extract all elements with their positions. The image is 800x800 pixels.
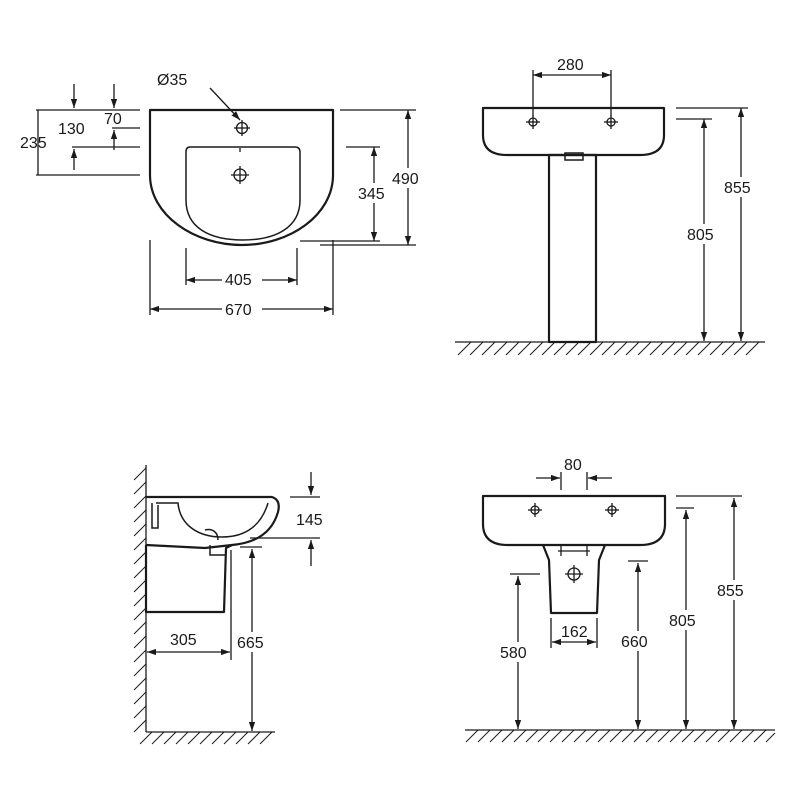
dim-80: 80 <box>564 457 582 474</box>
basin-front <box>481 106 666 157</box>
bowl-outline <box>185 146 301 241</box>
drain-hole-icon <box>231 166 249 184</box>
tap-hole-left-semi-icon <box>528 503 542 517</box>
dim-405: 405 <box>225 272 252 289</box>
dim-305: 305 <box>170 632 197 649</box>
floor-hatch <box>457 341 760 356</box>
dim-235: 235 <box>20 135 47 152</box>
dim-145: 145 <box>296 512 323 529</box>
basin-outline <box>148 108 335 247</box>
tap-hole-left-icon <box>526 115 540 129</box>
tap-hole-right-semi-icon <box>605 503 619 517</box>
basin-front-semi <box>481 494 667 547</box>
dim-162: 162 <box>561 624 588 641</box>
front-view-semi-pedestal: 80 162 580 660 805 855 <box>465 457 776 743</box>
dim-70: 70 <box>104 111 122 128</box>
tap-hole-icon <box>234 120 250 136</box>
dim-280: 280 <box>557 57 584 74</box>
semi-pedestal-front <box>541 544 607 615</box>
wall-hatch <box>133 467 147 733</box>
drain-fitting-icon <box>558 546 590 583</box>
dim-580: 580 <box>500 645 527 662</box>
dim-670: 670 <box>225 302 252 319</box>
dim-490: 490 <box>392 171 419 188</box>
floor-hatch-front <box>465 729 776 743</box>
hole-diameter-label: Ø35 <box>157 72 187 89</box>
front-view-pedestal: 280 805 855 <box>455 57 765 356</box>
dim-805-pedestal: 805 <box>687 227 714 244</box>
tap-hole-right-icon <box>604 115 618 129</box>
dim-660: 660 <box>621 634 648 651</box>
dim-665: 665 <box>237 635 264 652</box>
dim-855-semi: 855 <box>717 583 744 600</box>
semi-pedestal-side <box>144 544 233 614</box>
side-section-view: 145 305 665 <box>133 465 323 745</box>
floor-hatch-side <box>139 731 273 745</box>
dim-130: 130 <box>58 121 85 138</box>
dim-855-pedestal: 855 <box>724 180 751 197</box>
dim-345: 345 <box>358 186 385 203</box>
dim-805-semi: 805 <box>669 613 696 630</box>
plan-view: Ø35 235 130 70 345 490 405 67 <box>20 72 426 320</box>
basin-side-profile <box>145 495 280 550</box>
pedestal <box>547 153 598 344</box>
